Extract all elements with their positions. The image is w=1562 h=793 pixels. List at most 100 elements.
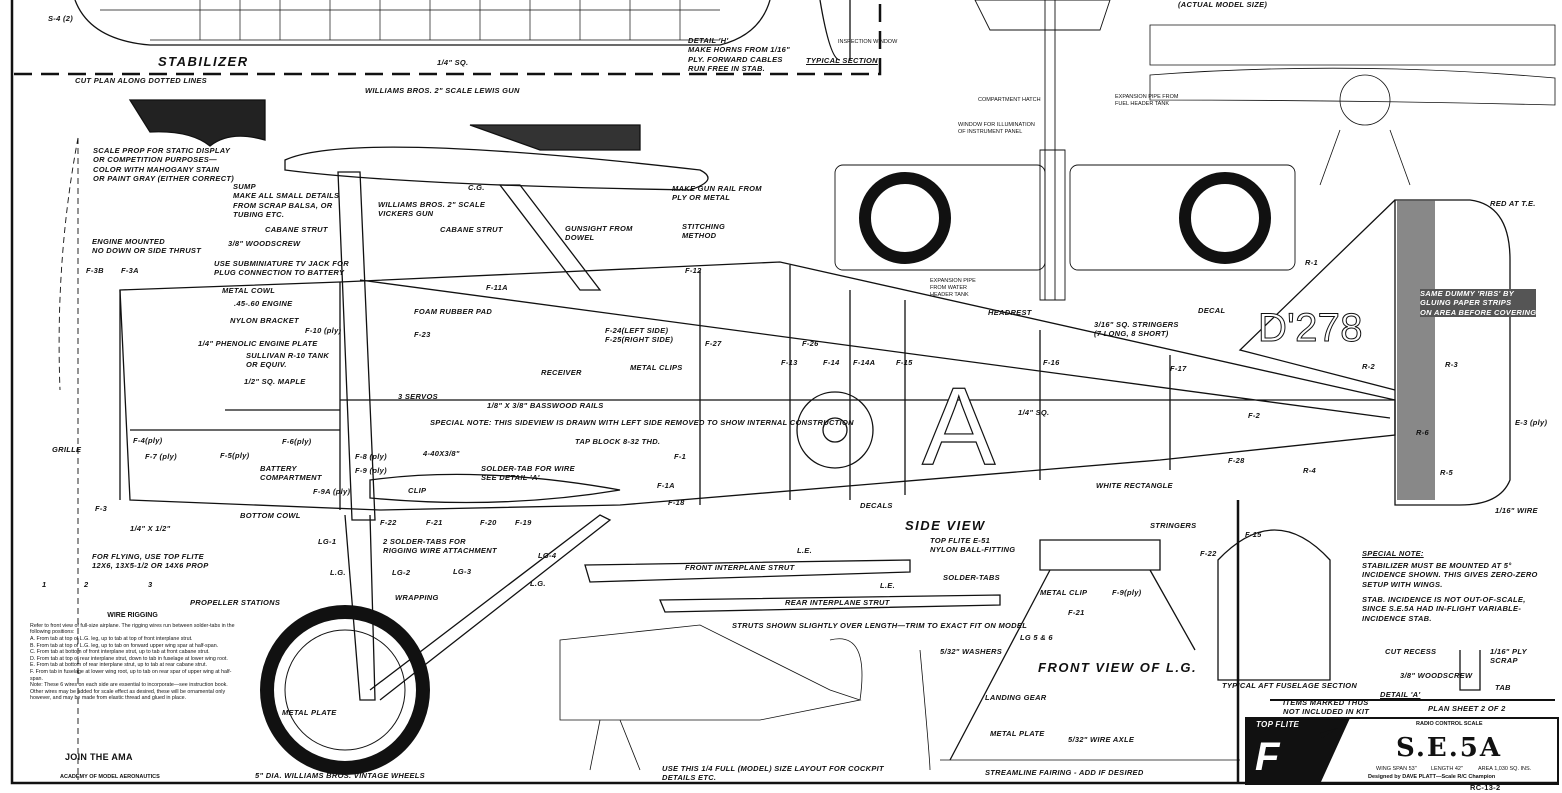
part-label: SUMP MAKE ALL SMALL DETAILS FROM SCRAP B…	[233, 182, 340, 220]
prop-blade	[128, 99, 266, 147]
part-label: STRINGERS	[1150, 521, 1197, 530]
part-label: F-9A (ply)	[313, 487, 351, 496]
part-label: F-16	[1043, 358, 1060, 367]
part-label: SULLIVAN R-10 TANK OR EQUIV.	[246, 351, 330, 370]
part-label: 1/16" WIRE	[1495, 506, 1538, 515]
part-label: RECEIVER	[541, 368, 582, 377]
part-label: 1/2" SQ. MAPLE	[244, 377, 306, 386]
part-label: .45-.60 ENGINE	[234, 299, 293, 308]
heading-front-view-lg: FRONT VIEW OF L.G.	[1038, 660, 1198, 675]
title-block: TOP FLITE RADIO CONTROL SCALE S.E.5A WIN…	[1246, 718, 1558, 784]
note-cut-plan: CUT PLAN ALONG DOTTED LINES	[75, 76, 207, 85]
detail-a	[1459, 650, 1481, 691]
part-label: ENGINE MOUNTED NO DOWN OR SIDE THRUST	[92, 237, 202, 256]
wire-rigging-title: WIRE RIGGING	[107, 612, 158, 619]
part-label: 3/16" SQ. STRINGERS (7 LONG, 8 SHORT)	[1094, 320, 1179, 339]
part-label: F-9(ply)	[1112, 588, 1142, 597]
note-scale-prop: SCALE PROP FOR STATIC DISPLAY OR COMPETI…	[93, 146, 235, 184]
part-label: WHITE RECTANGLE	[1096, 481, 1173, 490]
part-label: REAR INTERPLANE STRUT	[785, 598, 890, 607]
part-label: 4-40X3/8"	[423, 449, 460, 458]
part-label: 1/4" SQ.	[1018, 408, 1050, 417]
part-label: F-13	[781, 358, 798, 367]
part-label: METAL PLATE	[282, 708, 337, 717]
part-label: 3/8" WOODSCREW	[228, 239, 301, 248]
part-label: F-9 (ply)	[355, 466, 387, 475]
part-label: F-23	[414, 330, 431, 339]
part-label: BOTTOM COWL	[240, 511, 301, 520]
part-label: WRAPPING	[395, 593, 439, 602]
part-label: F-15	[1245, 530, 1262, 539]
letter-marking: A	[921, 365, 996, 488]
wire-rigging-item: B. From tab at top of L.G. leg, up to ta…	[30, 642, 219, 649]
part-label: F-18	[668, 498, 685, 507]
model-name: S.E.5A	[1396, 733, 1503, 763]
fin	[1238, 199, 1396, 391]
side-roundel	[796, 391, 874, 469]
wire-rigging-block: WIRE RIGGING Refer to front view of full…	[30, 612, 235, 702]
part-label: SAME DUMMY 'RIBS' BY GLUING PAPER STRIPS…	[1420, 289, 1537, 318]
part-label: R-5	[1440, 468, 1453, 477]
part-label: METAL CLIP	[1040, 588, 1088, 597]
part-label: CUT RECESS	[1385, 647, 1437, 656]
aft-fuselage-section	[1217, 529, 1331, 681]
cockpit-layout-fuselage	[559, 624, 862, 721]
join-ama: JOIN THE AMA	[65, 752, 133, 762]
part-label: TOP FLITE E-51 NYLON BALL-FITTING	[930, 536, 1016, 555]
part-label: F-17	[1170, 364, 1187, 373]
front-view-lg	[949, 539, 1196, 761]
drawing-number: RC-13-2	[1470, 783, 1501, 792]
part-label: F-24(LEFT SIDE) F-25(RIGHT SIDE)	[605, 326, 674, 345]
part-label: C.G.	[468, 183, 485, 192]
part-label: CABANE STRUT	[265, 225, 328, 234]
part-label: L.G.	[330, 568, 346, 577]
part-label: F-11A	[486, 283, 508, 292]
heading-side-view: SIDE VIEW	[905, 518, 986, 533]
part-label: F-22	[380, 518, 397, 527]
top-view	[834, 0, 1296, 301]
part-label: R-3	[1445, 360, 1458, 369]
part-label: F-14A	[853, 358, 876, 367]
note-struts: STRUTS SHOWN SLIGHTLY OVER LENGTH—TRIM T…	[732, 621, 1028, 630]
part-label: BATTERY COMPARTMENT	[260, 464, 322, 483]
part-label: 1/4" SQ.	[437, 58, 469, 67]
note-cockpit: USE THIS 1/4 FULL (MODEL) SIZE LAYOUT FO…	[662, 764, 884, 783]
part-label: RED AT T.E.	[1490, 199, 1536, 208]
station-label: 3	[148, 580, 153, 589]
special-note-heading: SPECIAL NOTE:	[1362, 549, 1424, 558]
note-wheels: 5" DIA. WILLIAMS BROS. VINTAGE WHEELS	[255, 771, 425, 780]
part-label: INSPECTION WINDOW	[838, 39, 898, 45]
rear-interplane-strut	[659, 594, 1001, 613]
part-label: STITCHING METHOD	[682, 222, 726, 241]
wing-span: WING SPAN 53"	[1376, 766, 1417, 772]
part-label: F-27	[705, 339, 722, 348]
rudder	[1394, 199, 1511, 506]
part-label: R-2	[1362, 362, 1375, 371]
part-label: LG-2	[392, 568, 411, 577]
front-interplane-strut	[584, 559, 911, 583]
part-label: GUNSIGHT FROM DOWEL	[565, 224, 633, 243]
part-label: F-3	[95, 504, 108, 513]
stabilizer-outline	[74, 0, 771, 46]
subtitle: RADIO CONTROL SCALE	[1416, 721, 1483, 727]
part-label: F-22	[1200, 549, 1217, 558]
note-items-marked: ITEMS MARKED THUS NOT INCLUDED IN KIT	[1283, 698, 1370, 717]
part-label: NYLON BRACKET	[230, 316, 299, 325]
scale-prop-side	[58, 137, 79, 780]
wire-rigging-item: A. From tab at top of L.G. leg, up to ta…	[30, 635, 193, 642]
part-label: LG 5 & 6	[1020, 633, 1053, 642]
part-label: F-1	[674, 452, 687, 461]
part-label: F-14	[823, 358, 840, 367]
part-label: F-3B	[86, 266, 104, 275]
part-label: F-10 (ply)	[305, 326, 342, 335]
designer: Designed by DAVE PLATT—Scale R/C Champio…	[1368, 774, 1496, 780]
fuselage-outline	[119, 261, 1396, 511]
wire-rigging-note: Note: These 6 wires on each side are ess…	[30, 682, 228, 702]
tf-logo: F	[1255, 735, 1281, 779]
part-label: L.E.	[880, 581, 895, 590]
part-label: 3 SERVOS	[398, 392, 438, 401]
upper-wing-section	[284, 146, 709, 191]
part-label: USE SUBMINIATURE TV JACK FOR PLUG CONNEC…	[214, 259, 349, 278]
sheet-border	[10, 0, 1558, 785]
elevator-hinge-shade	[1397, 200, 1435, 500]
